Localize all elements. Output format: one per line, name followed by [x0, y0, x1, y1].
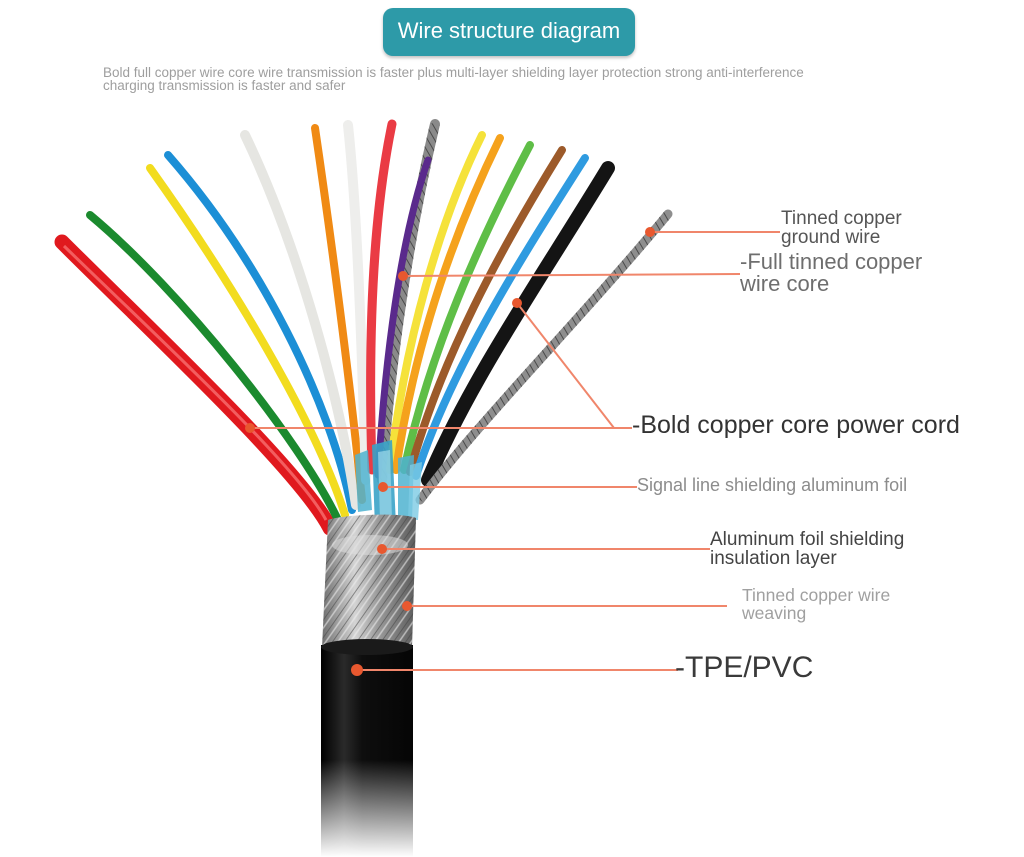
green-wire	[86, 211, 342, 524]
orange-wire	[311, 124, 366, 504]
ground-wire-texture	[416, 211, 672, 503]
leader-dot-power-cord	[245, 423, 255, 433]
blue-wire-2	[412, 154, 589, 480]
title-badge: Wire structure diagram	[383, 8, 635, 56]
label-weaving: Tinned copper wire weaving	[742, 585, 891, 623]
label-power-cord-text: -Bold copper core power cord	[632, 411, 960, 439]
leader-power-cord-branch	[516, 302, 615, 429]
leader-wire-core	[402, 273, 741, 277]
leader-dot-power-cord-2	[512, 298, 522, 308]
label-ground-wire-line-2: ground wire	[781, 227, 881, 248]
blue-wire	[164, 151, 356, 514]
label-signal-foil: Signal line shielding aluminum foil	[637, 476, 907, 494]
white-wire	[240, 130, 361, 510]
leader-dot-alu-layer	[377, 544, 387, 554]
label-weaving-line-2: weaving	[742, 602, 807, 623]
leader-dot-signal-foil	[378, 482, 388, 492]
label-jacket: -TPE/PVC	[675, 653, 813, 683]
label-alu-layer-line-2: insulation layer	[710, 548, 837, 569]
yellow-wire	[146, 164, 349, 519]
red-wire-highlight	[62, 244, 328, 521]
label-jacket-text: -TPE/PVC	[675, 651, 814, 684]
yellow-wire-2	[386, 131, 486, 474]
green-wire-2	[400, 141, 534, 474]
black-wire	[421, 161, 615, 487]
subtitle: Bold full copper wire core wire transmis…	[103, 65, 933, 93]
leader-dot-ground-wire	[645, 227, 655, 237]
subtitle-line-2: charging transmission is faster and safe…	[103, 78, 346, 93]
label-power-cord: -Bold copper core power cord	[632, 413, 960, 438]
braided-shield	[322, 514, 416, 648]
label-alu-layer: Aluminum foil shielding insulation layer	[710, 530, 904, 568]
label-ground-wire-line-1: Tinned copper	[781, 208, 902, 229]
label-wire-core-line-2: wire core	[740, 271, 830, 296]
label-weaving-line-1: Tinned copper wire	[742, 585, 891, 605]
orange-wire-2	[392, 134, 504, 474]
red-wire-2	[366, 119, 397, 475]
label-wire-core-line-1: -Full tinned copper	[740, 249, 923, 274]
leader-dot-jacket	[351, 664, 363, 676]
label-signal-foil-text: Signal line shielding aluminum foil	[637, 475, 908, 495]
outer-jacket	[321, 639, 413, 857]
white-wire-2	[343, 120, 371, 485]
label-wire-core: -Full tinned copper wire core	[740, 251, 922, 295]
purple-wire	[374, 156, 432, 479]
leader-dot-weaving	[402, 601, 412, 611]
label-ground-wire: Tinned copper ground wire	[781, 209, 902, 247]
subtitle-line-1: Bold full copper wire core wire transmis…	[103, 65, 804, 80]
leader-dot-wire-core	[398, 271, 408, 281]
label-alu-layer-line-1: Aluminum foil shielding	[710, 529, 905, 550]
leader-lines	[245, 227, 780, 676]
diagram-title: Wire structure diagram	[397, 18, 621, 43]
